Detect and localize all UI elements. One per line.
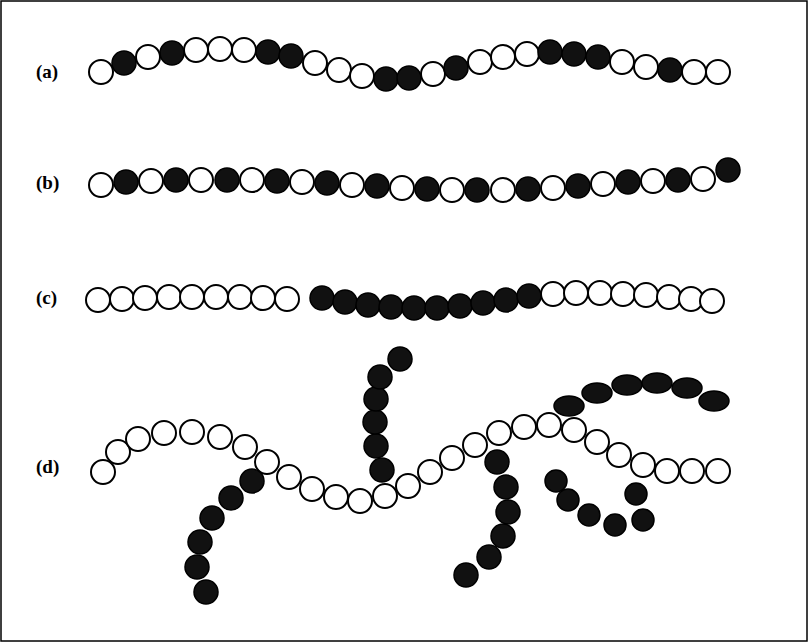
- panel-label: (a): [36, 62, 58, 83]
- alternating-copolymer-chain: [89, 158, 740, 202]
- graft-copolymer-backbone: [91, 413, 730, 513]
- panel-label: (c): [36, 288, 57, 309]
- panel-label: (b): [36, 173, 59, 194]
- random-copolymer-chain: [89, 37, 730, 91]
- panel-label: (d): [36, 457, 59, 478]
- graft-branches: [185, 347, 729, 604]
- block-copolymer-chain: [86, 281, 724, 320]
